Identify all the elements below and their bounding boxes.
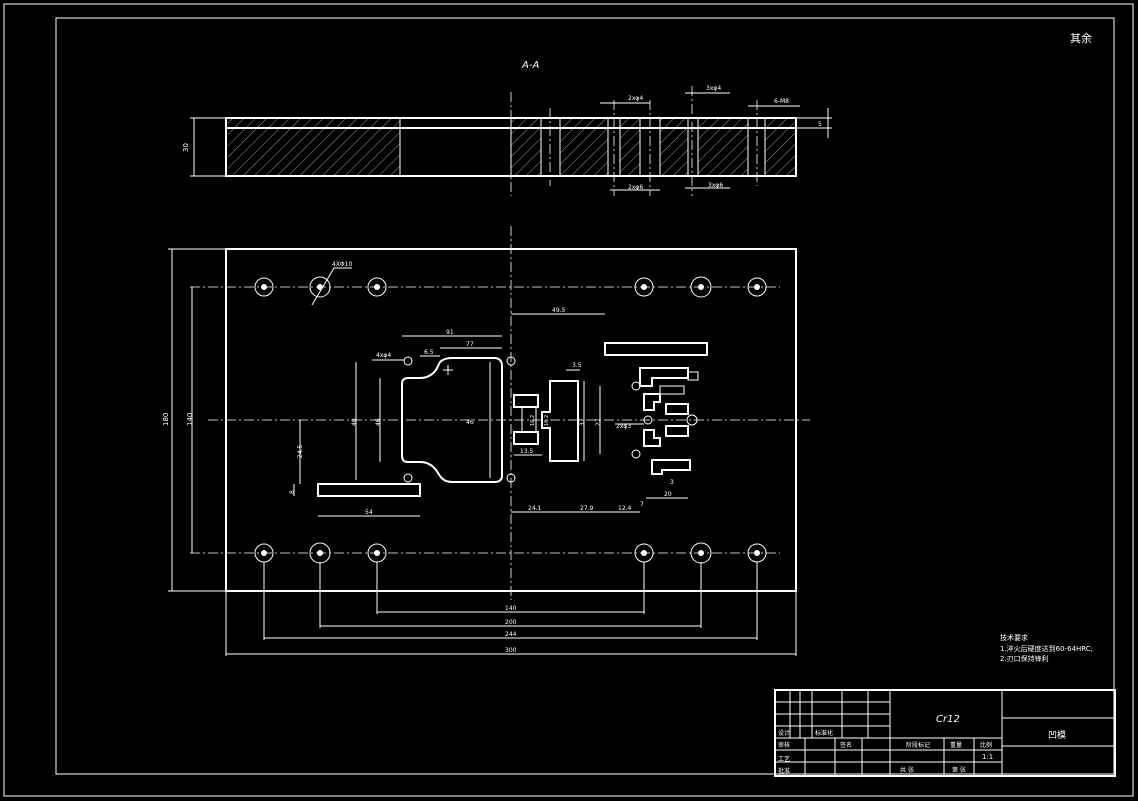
label-design: 设计: [778, 729, 790, 737]
dim-46-inner: 46: [466, 419, 474, 426]
tech-req-title: 技术要求: [1000, 633, 1028, 642]
tech-req-line1: 1.淬火后硬度达到60-64HRC;: [1000, 644, 1093, 653]
slot-bottom-left: [317, 483, 421, 497]
slot-top-right: [604, 342, 708, 356]
hatch-block-2: [511, 118, 541, 176]
label-weight: 重量: [950, 741, 962, 749]
dim-37: 37: [579, 418, 586, 426]
dim-20: 20: [664, 491, 672, 498]
dim-4xphi4: 4xφ4: [376, 352, 391, 359]
dim-91: 91: [446, 329, 454, 336]
title-block: Cr12 凹模 阶段标记 重量 比例 1:1 共 张 第 张 设计 标准化 审核…: [774, 689, 1116, 777]
dim-13-5: 13.5: [520, 448, 534, 455]
label-craft: 工艺: [778, 755, 790, 763]
dim-3-5: 3.5: [572, 362, 582, 369]
dim-244: 244: [505, 631, 517, 638]
dim-6-5: 6.5: [424, 349, 434, 356]
corner-mark: 其余: [1070, 31, 1092, 45]
dim-inner-height: 140: [186, 413, 194, 426]
outer-frame: [3, 3, 1134, 797]
label-std: 标准化: [815, 729, 833, 737]
dim-77: 77: [466, 341, 474, 348]
label-ratio: 比例: [980, 741, 992, 749]
hatch-block-7: [765, 118, 795, 176]
dim-top-a: 2xφ4: [628, 95, 643, 102]
dim-12-4: 12.4: [618, 505, 632, 512]
slot-small-2: [513, 431, 539, 445]
label-mark-stage: 阶段标记: [906, 741, 930, 749]
dim-bot-a: 2xφ6: [628, 184, 643, 191]
inner-frame: [55, 17, 1115, 775]
dim-7: 7: [640, 501, 644, 508]
tech-req-line2: 2.刃口保持锋利: [1000, 654, 1049, 663]
dim-16-2-b: 16.2: [544, 415, 550, 426]
label-sign: 签名: [840, 741, 852, 749]
dim-2xphi3: 2xφ3: [616, 423, 631, 430]
section-title: A-A: [521, 60, 539, 71]
scale-value: 1:1: [982, 753, 993, 761]
dim-8: 8: [289, 490, 296, 494]
hatch-block-1: [228, 118, 400, 176]
hatch-block-5: [660, 118, 688, 176]
plan-view: 4XΦ10: [162, 226, 810, 656]
tech-requirements: 技术要求 1.淬火后硬度达到60-64HRC; 2.刃口保持锋利: [1000, 633, 1093, 663]
dim-200: 200: [505, 619, 517, 626]
material: Cr12: [936, 714, 960, 725]
punch-slot: [541, 380, 579, 462]
label-sheets: 共 张: [900, 766, 914, 774]
dim-27: 27: [595, 418, 602, 426]
dim-40: 40: [351, 418, 358, 426]
hatch-block-3: [560, 118, 608, 176]
dim-overall-height: 180: [162, 413, 170, 426]
dim-section-step: 5: [818, 121, 822, 128]
dim-top-b: 3xφ4: [706, 85, 721, 92]
dim-49-5: 49.5: [552, 307, 566, 314]
dim-300: 300: [505, 647, 517, 654]
dim-24-1: 24.1: [528, 505, 542, 512]
dim-3: 3: [670, 479, 674, 486]
part-name: 凹模: [1048, 730, 1066, 741]
dim-section-height: 30: [182, 143, 190, 152]
dim-54: 54: [365, 509, 373, 516]
dim-16-2-a: 16.2: [530, 415, 536, 426]
callout-holes: 4XΦ10: [332, 261, 352, 268]
dim-27-9: 27.9: [580, 505, 594, 512]
right-features: [631, 367, 699, 475]
dim-top-c: 6-M8: [774, 98, 789, 105]
label-review: 审核: [778, 741, 790, 749]
dim-24: 24.5: [297, 444, 304, 458]
dim-140-bottom: 140: [505, 605, 517, 612]
holes-top: [254, 276, 767, 298]
main-cavity: [401, 357, 503, 483]
label-approve: 批准: [778, 767, 790, 775]
slot-small-1: [513, 394, 539, 408]
dim-46: 46: [375, 418, 382, 426]
section-view: A-A 30 5: [182, 60, 832, 196]
label-sheet-no: 第 张: [952, 766, 966, 774]
dim-bot-b: 3xφ6: [708, 182, 723, 189]
hatch-block-4: [620, 118, 640, 176]
hatch-block-6: [698, 118, 748, 176]
